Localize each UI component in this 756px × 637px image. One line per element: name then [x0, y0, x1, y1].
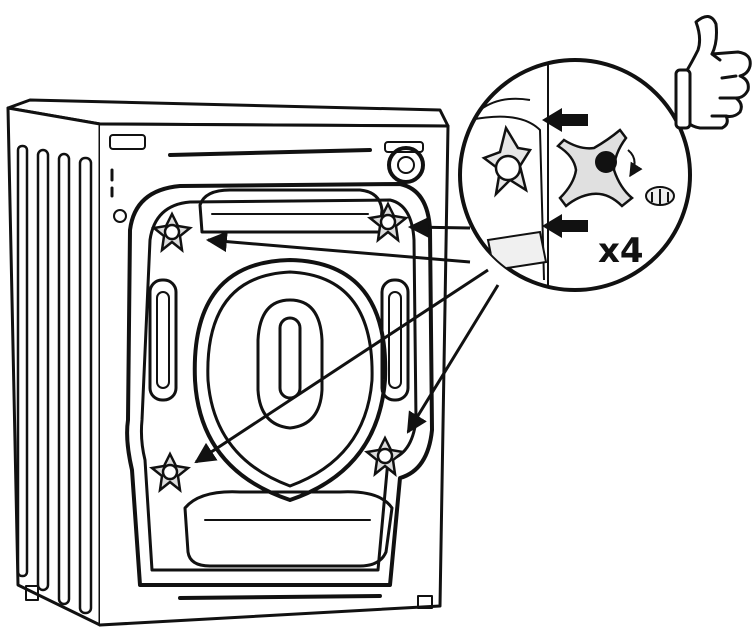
arrow-icon	[194, 268, 489, 464]
transit-bolt-icon	[364, 435, 406, 477]
arrow-icon	[205, 231, 471, 264]
arrow-icon	[542, 108, 588, 132]
arrow-icon	[407, 216, 471, 238]
arrow-icon	[542, 214, 588, 238]
transit-bolt-icon	[149, 451, 191, 493]
zoom-detail: x4	[458, 58, 692, 292]
quantity-label: x4	[598, 231, 644, 271]
transit-bolt-icon	[151, 211, 193, 253]
transit-bolt-icon	[367, 201, 409, 243]
arrows	[194, 216, 500, 464]
arrow-icon	[406, 284, 500, 434]
washing-machine-rear-icon	[6, 98, 450, 627]
thumbs-up-icon	[674, 15, 752, 130]
